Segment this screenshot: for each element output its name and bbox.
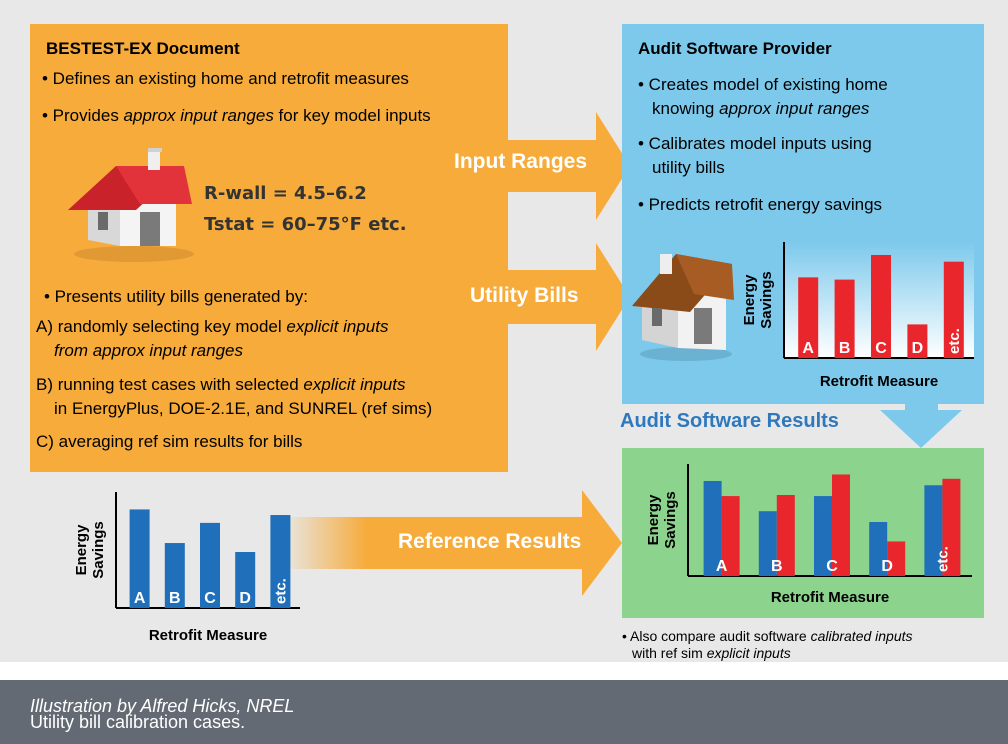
y-axis-label: Savings	[90, 521, 107, 579]
caption-credit: Illustration by Alfred Hicks, NREL	[30, 696, 295, 716]
bar-D-series-0	[907, 324, 928, 358]
bestest-bullet-1: • Defines an existing home and retrofit …	[42, 69, 409, 88]
bar-etc-series-1	[942, 478, 961, 576]
bar-A-series-0	[703, 480, 722, 576]
y-axis-label: Savings	[662, 491, 679, 549]
bar-B-series-0	[758, 511, 777, 576]
tick-label: C	[875, 340, 887, 357]
tick-label: D	[912, 340, 924, 357]
audit-bullet-1: • Creates model of existing home	[638, 75, 888, 94]
tick-label: etc.	[272, 578, 289, 604]
tick-label: B	[771, 558, 783, 575]
reference-results-arrow	[282, 490, 622, 596]
bestest-step-b-cont: in EnergyPlus, DOE-2.1E, and SUNREL (ref…	[54, 399, 433, 418]
bestest-step-b: B) running test cases with selected expl…	[36, 374, 405, 395]
compare-note-text: • Also compare audit software	[622, 628, 811, 644]
tick-label: D	[239, 590, 251, 607]
caption-text: Utility bill calibration cases. Illustra…	[30, 696, 295, 732]
audit-bullet-1-cont: knowing approx input ranges	[652, 98, 869, 119]
y-axis-label: Energy	[741, 274, 758, 326]
bestest-bullet-2-a: • Provides	[42, 106, 124, 125]
rwall-label: R-wall = 4.5–6.2	[204, 183, 367, 204]
tick-label: C	[204, 590, 216, 607]
bar-C-series-1	[832, 474, 850, 576]
step-a-italic: explicit inputs	[286, 317, 389, 336]
bar-B-series-0	[164, 543, 185, 608]
compare-note-text-2: with ref sim	[632, 645, 707, 661]
bar-A-series-1	[721, 496, 740, 576]
input-ranges-label: Input Ranges	[454, 150, 588, 173]
tstat-label: Tstat = 60–75°F etc.	[204, 214, 407, 235]
bestest-title: BESTEST-EX Document	[46, 39, 240, 58]
audit-results-box	[622, 448, 984, 618]
compare-note-line-2: with ref sim explicit inputs	[632, 645, 791, 661]
step-b-text: B) running test cases with selected	[36, 375, 304, 394]
bestest-step-a: A) randomly selecting key model explicit…	[36, 316, 388, 337]
audit-bullet-2-cont: utility bills	[652, 158, 725, 177]
bestest-bullet-2: • Provides approx input ranges for key m…	[42, 105, 431, 126]
bar-D-series-0	[235, 552, 256, 608]
compare-note-italic: calibrated inputs	[810, 628, 913, 644]
x-axis-label: Retrofit Measure	[771, 589, 889, 606]
bestest-bullet-2-b: approx input ranges	[123, 106, 274, 125]
bar-etc-series-0	[270, 515, 291, 608]
bar-A-series-0	[129, 509, 150, 608]
bar-A-series-0	[798, 277, 819, 358]
bestest-bullet-3: • Presents utility bills generated by:	[44, 287, 308, 306]
bar-C-series-0	[814, 496, 832, 576]
x-axis-label: Retrofit Measure	[149, 627, 267, 644]
tick-label: etc.	[946, 328, 963, 354]
tick-label: B	[169, 590, 181, 607]
bestest-bullet-2-c: for key model inputs	[273, 106, 431, 125]
y-axis-label: Energy	[73, 524, 90, 576]
input-ranges-arrow	[450, 112, 630, 220]
bestest-step-c: C) averaging ref sim results for bills	[36, 432, 303, 451]
x-axis-label: Retrofit Measure	[820, 373, 938, 390]
tick-label: C	[826, 558, 838, 575]
bestest-document-box: BESTEST-EX Document • Defines an existin…	[30, 24, 508, 472]
step-b-italic: explicit inputs	[303, 375, 406, 394]
tick-label: etc.	[934, 546, 951, 572]
house-icon	[68, 148, 194, 262]
caption-bar: Utility bill calibration cases. Illustra…	[0, 680, 1008, 744]
audit-title: Audit Software Provider	[638, 39, 832, 58]
bar-B-series-0	[834, 279, 855, 358]
y-axis-label: Energy	[645, 494, 662, 546]
bar-etc-series-0	[943, 261, 964, 358]
audit-bullet-3: • Predicts retrofit energy savings	[638, 195, 883, 214]
y-axis-label: Savings	[758, 271, 775, 329]
bestest-step-a-cont: from approx input ranges	[54, 341, 243, 360]
tick-label: A	[134, 590, 146, 607]
bar-B-series-1	[776, 495, 795, 576]
down-arrow	[880, 385, 962, 448]
audit-b1-text: knowing	[652, 99, 720, 118]
tick-label: B	[839, 340, 851, 357]
tick-label: A	[716, 558, 728, 575]
house-icon-brown	[632, 254, 734, 361]
bar-D-series-0	[869, 522, 888, 576]
compare-note-italic-2: explicit inputs	[706, 645, 791, 661]
tick-label: D	[881, 558, 893, 575]
bar-etc-series-0	[924, 485, 943, 576]
bar-C-series-0	[871, 254, 891, 358]
reference-results-label: Reference Results	[398, 530, 582, 553]
caption-main: Utility bill calibration cases.	[30, 712, 246, 732]
bar-D-series-1	[887, 541, 906, 576]
compare-note-line-1: • Also compare audit software calibrated…	[622, 628, 913, 644]
bar-C-series-0	[200, 522, 220, 608]
audit-results-heading: Audit Software Results	[620, 410, 839, 432]
utility-bills-label: Utility Bills	[470, 284, 579, 307]
audit-bullet-2: • Calibrates model inputs using	[638, 134, 872, 153]
tick-label: A	[802, 340, 814, 357]
audit-b1-italic: approx input ranges	[719, 99, 870, 118]
step-a-text: A) randomly selecting key model	[36, 317, 287, 336]
